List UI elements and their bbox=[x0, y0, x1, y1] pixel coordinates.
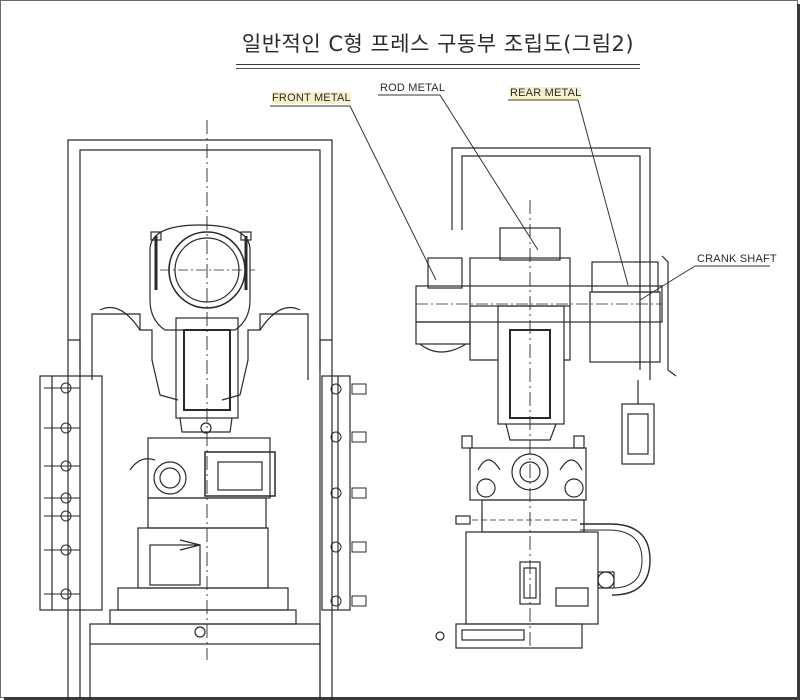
drawing-title: 일반적인 C형 프레스 구동부 조립도(그림2) bbox=[241, 32, 635, 56]
label-front-metal: FRONT METAL bbox=[272, 92, 351, 104]
label-rod-metal: ROD METAL bbox=[380, 82, 446, 94]
right-gib-bolts bbox=[330, 383, 367, 607]
leader-lines bbox=[270, 94, 770, 301]
label-rear-metal: REAR METAL bbox=[510, 87, 582, 99]
title-underline-second bbox=[236, 68, 640, 69]
side-view bbox=[415, 147, 677, 650]
left-gib-bolts bbox=[44, 382, 80, 600]
front-view bbox=[39, 120, 367, 700]
title-underline bbox=[236, 64, 640, 65]
label-crank-shaft: CRANK SHAFT bbox=[697, 253, 777, 265]
